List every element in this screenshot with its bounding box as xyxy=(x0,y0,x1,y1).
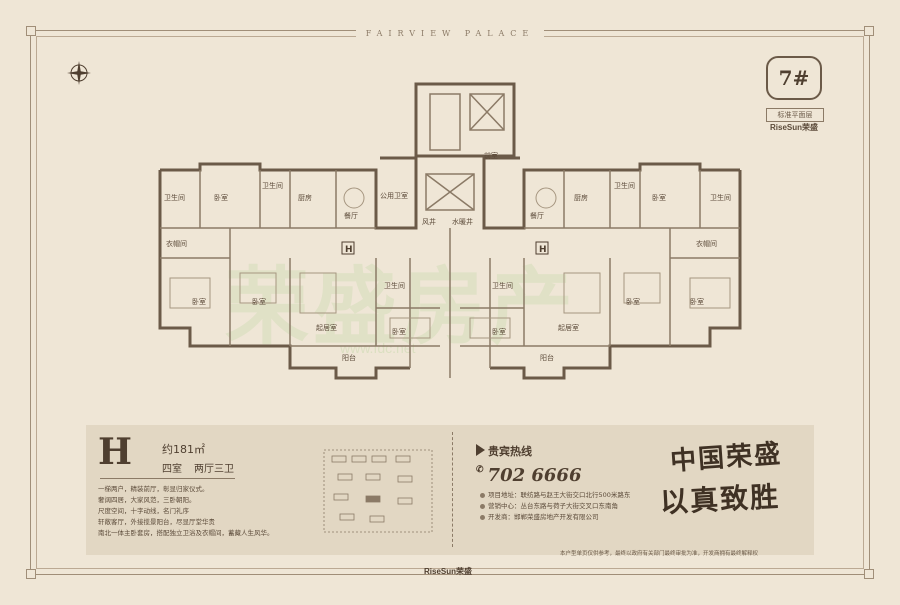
site-key-plan xyxy=(323,449,433,533)
room-label: 厨房 xyxy=(574,193,588,202)
room-label: 卫生间 xyxy=(384,281,405,290)
unit-bedrooms: 四室 xyxy=(162,464,182,475)
room-label: 卧室 xyxy=(652,193,666,202)
developer-text: 开发商：邯郸荣盛房地产开发有限公司 xyxy=(488,513,599,521)
description-line: 尺度空间，十字动线，名门礼序 xyxy=(98,507,189,515)
room-label: 风井 xyxy=(422,217,436,226)
unit-halls: 两厅三卫 xyxy=(194,464,234,475)
room-label: 餐厅 xyxy=(344,211,358,220)
play-icon xyxy=(476,444,485,456)
stair-core xyxy=(414,82,516,158)
right-unit-outline xyxy=(490,170,742,380)
slogan-line-1: 中国荣盛 xyxy=(669,439,784,477)
footer-brand-logo: RiseSun荣盛 xyxy=(424,567,473,576)
project-address: 项目地址：联纺路与赵王大街交口北行500米路东 xyxy=(480,490,630,501)
hotline-label: 贵宾热线 xyxy=(488,445,532,458)
developer: 开发商：邯郸荣盛房地产开发有限公司 xyxy=(480,512,630,523)
room-label: 卧室 xyxy=(492,327,506,336)
disclaimer: 本户型单页仅供参考，最终以政府有关部门最终审批为准，开发商拥有最终解释权 xyxy=(560,551,759,557)
frame-corner xyxy=(26,569,36,579)
frame-corner xyxy=(864,26,874,36)
phone-icon: ✆ xyxy=(476,465,484,475)
slogan-calligraphy: 中国荣盛 以真致胜 xyxy=(659,437,783,520)
room-label: 衣帽间 xyxy=(166,239,187,248)
floor-label: 标准平面层 xyxy=(766,108,824,122)
sales-center: 营销中心：丛台东路与荷子大街交叉口东南角 xyxy=(480,501,630,512)
phone-number-text: 702 6666 xyxy=(487,465,582,486)
room-label: 卧室 xyxy=(252,297,266,306)
bullet-icon xyxy=(480,492,485,498)
description-line: 一梯两户，精装前厅，彰显归家仪式。 xyxy=(98,485,209,493)
right-unit-outline xyxy=(482,156,740,230)
floor-plan-drawing: 卫生间 卧室 卫生间 厨房 餐厅 衣帽间 卧室 卧室 起居室 卧室 卫生间 阳台… xyxy=(158,82,742,380)
highlighted-building xyxy=(366,496,380,502)
room-label: 卫生间 xyxy=(262,181,283,190)
frame-corner xyxy=(26,26,36,36)
room-label: 卫生间 xyxy=(492,281,513,290)
hotline-number: ✆702 6666 xyxy=(476,465,581,486)
unit-area: 约181㎡ xyxy=(162,443,205,456)
divider xyxy=(100,478,235,479)
room-label: 卧室 xyxy=(392,327,406,336)
room-label: 公用卫室 xyxy=(380,191,408,200)
room-label: 起居室 xyxy=(558,323,579,332)
room-label: 卫生间 xyxy=(614,181,635,190)
address-text: 项目地址：联纺路与赵王大街交口北行500米路东 xyxy=(488,491,631,499)
brand-logo: RiseSun荣盛 xyxy=(770,123,819,132)
unit-type-letter: H xyxy=(98,431,133,473)
unit-rooms: 四室 两厅三卫 xyxy=(162,460,246,475)
project-name: FAIRVIEW PALACE xyxy=(0,29,900,38)
bullet-icon xyxy=(480,503,485,509)
info-panel xyxy=(86,425,814,555)
contact-info: 项目地址：联纺路与赵王大街交口北行500米路东 营销中心：丛台东路与荷子大街交叉… xyxy=(480,490,630,523)
divider xyxy=(452,432,453,547)
room-label: 阳台 xyxy=(342,353,356,362)
room-label: 餐厅 xyxy=(530,211,544,220)
room-label: 厨房 xyxy=(298,193,312,202)
left-unit-outline xyxy=(158,170,410,380)
room-label: 卫生间 xyxy=(710,193,731,202)
room-label: 起居室 xyxy=(316,323,337,332)
unit-marker-right: H xyxy=(539,245,547,255)
watermark-url: www.fdc.net xyxy=(340,340,416,356)
slogan-line-2: 以真致胜 xyxy=(659,479,781,520)
frame-corner xyxy=(864,569,874,579)
unit-marker-left: H xyxy=(345,245,353,255)
room-label: 衣帽间 xyxy=(696,239,717,248)
description-line: 奢阔四居，大家风范，三卧朝阳。 xyxy=(98,496,196,504)
bullet-icon xyxy=(480,514,485,520)
room-label: 卧室 xyxy=(214,193,228,202)
room-label: 卧室 xyxy=(690,297,704,306)
building-number: 7# xyxy=(766,56,822,100)
compass-icon xyxy=(67,61,91,85)
description-line: 轩敞客厅，外接揽景阳台，尽显厅堂华贵 xyxy=(98,518,215,526)
room-label: 阳台 xyxy=(540,353,554,362)
room-label: 卧室 xyxy=(192,297,206,306)
sales-center-text: 营销中心：丛台东路与荷子大街交叉口东南角 xyxy=(488,502,618,510)
room-label: 卧室 xyxy=(626,297,640,306)
description-line: 南北一体主卧套房，搭配独立卫浴及衣帽间，蓄藏人生风华。 xyxy=(98,529,274,537)
left-unit-outline xyxy=(160,156,418,230)
room-label: 卫生间 xyxy=(164,193,185,202)
unit-description: 一梯两户，精装前厅，彰显归家仪式。 奢阔四居，大家风范，三卧朝阳。 尺度空间，十… xyxy=(98,484,338,539)
room-label: 水暖井 xyxy=(452,217,473,226)
room-label: 前室 xyxy=(484,151,498,160)
